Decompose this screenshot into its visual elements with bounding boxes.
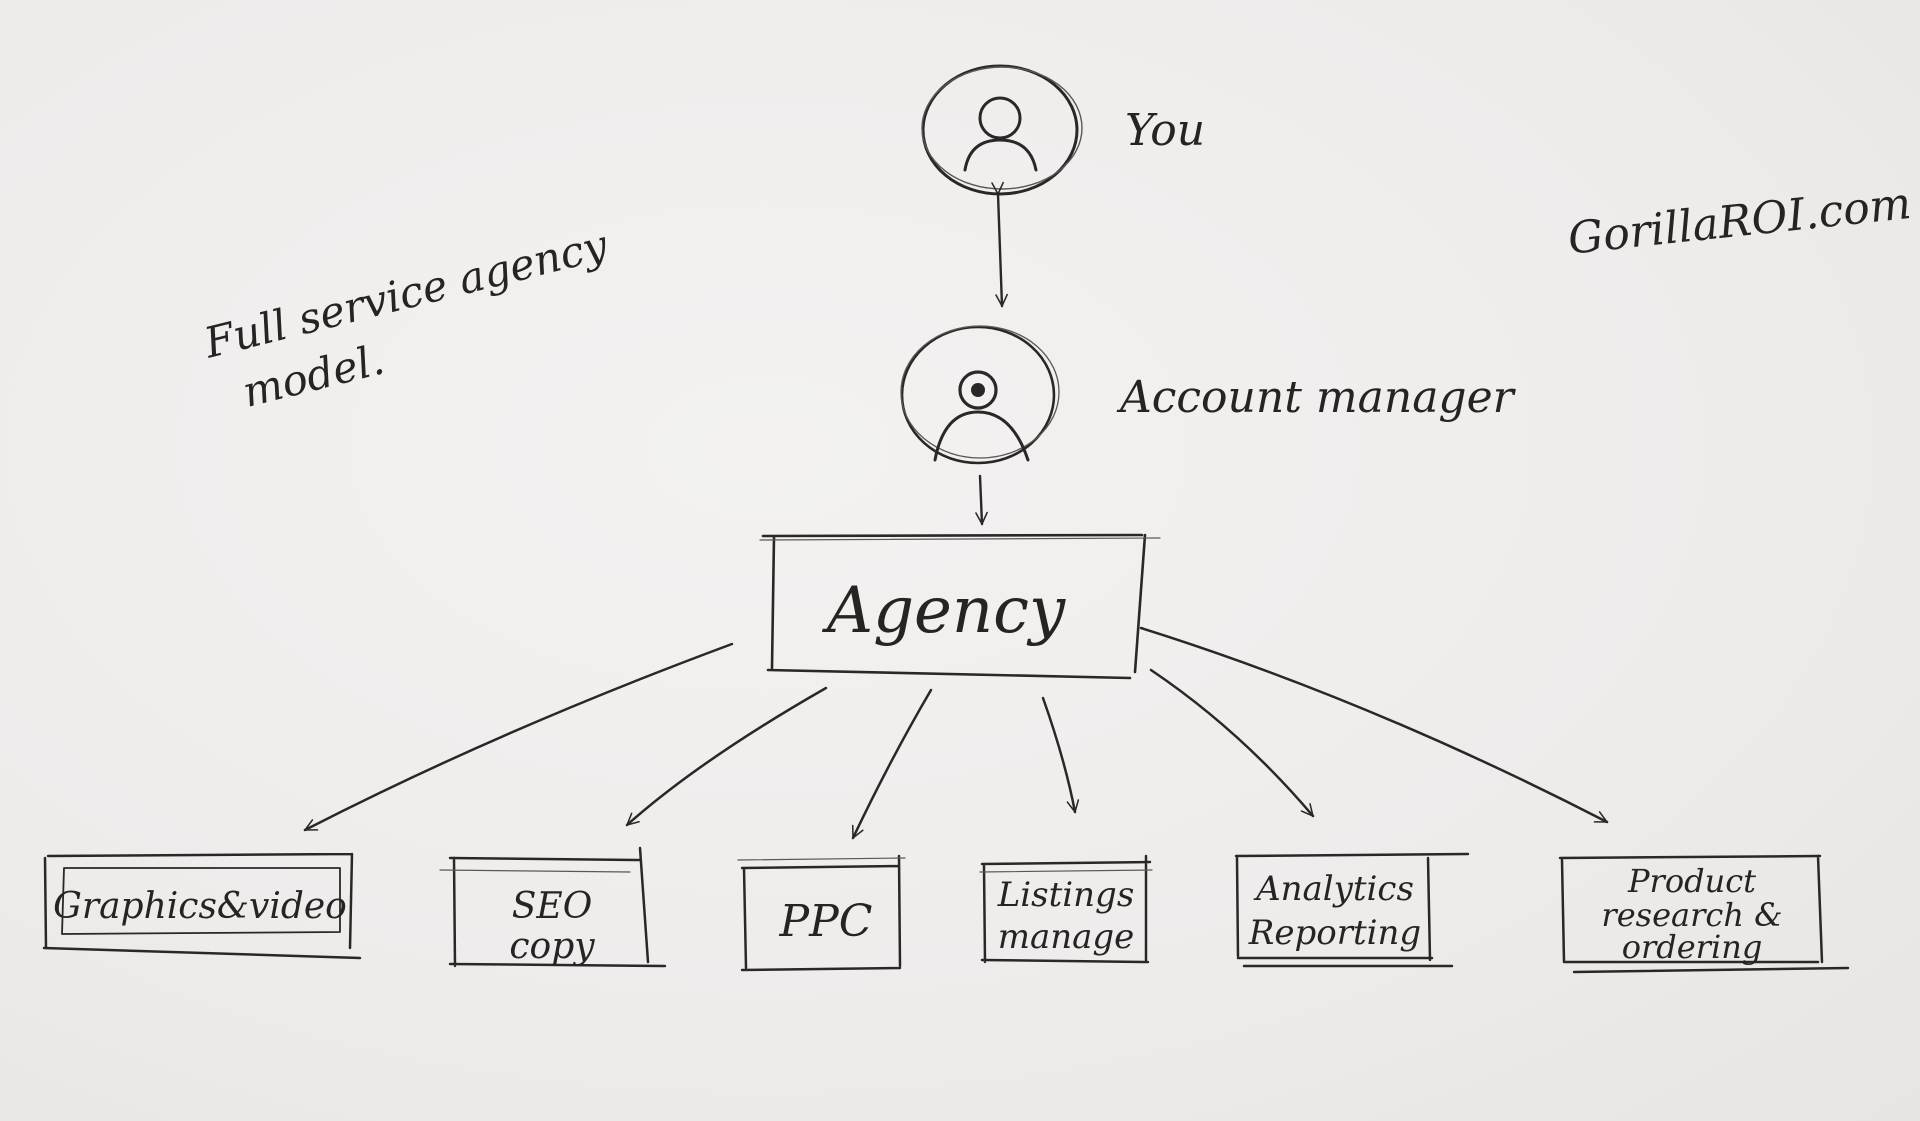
arrow-to-graphics — [305, 642, 734, 832]
account-manager-node: Account manager — [900, 325, 1517, 465]
you-label: You — [1125, 105, 1205, 156]
service-analytics-line-2: Reporting — [1248, 913, 1421, 953]
service-graphics-label: Graphics&video — [53, 886, 347, 927]
arrow-to-seo — [627, 686, 828, 827]
service-analytics-line-1: Analytics — [1253, 869, 1414, 909]
person-icon — [933, 370, 1030, 462]
service-product-line-3: ordering — [1622, 928, 1763, 966]
service-listings-line-1: Listings — [997, 875, 1135, 915]
service-seo-copy: SEO copy — [439, 846, 667, 968]
account-manager-label: Account manager — [1116, 372, 1517, 423]
agency-service-arrows — [305, 626, 1607, 838]
arrow-to-listings — [1041, 696, 1075, 812]
service-product-line-2: research & — [1601, 896, 1782, 934]
agency-box: Agency — [759, 533, 1161, 680]
service-analytics-reporting: Analytics Reporting — [1234, 852, 1470, 968]
watermark-text: GorillaROI.com — [1566, 178, 1914, 265]
arrow-to-ppc — [851, 688, 933, 838]
service-listings-manage: Listings manage — [979, 854, 1153, 964]
service-ppc: PPC — [737, 854, 906, 972]
service-graphics-video: Graphics&video — [42, 852, 362, 960]
you-account-arrow — [998, 194, 1002, 306]
account-manager-circle — [900, 325, 1056, 465]
service-listings-line-2: manage — [998, 917, 1135, 957]
account-agency-arrow — [980, 474, 982, 524]
model-note: Full service agency model. — [199, 220, 614, 417]
agency-label: Agency — [822, 574, 1066, 648]
person-icon — [963, 96, 1038, 172]
arrow-to-product — [1139, 626, 1607, 824]
service-seo-line-1: SEO — [512, 886, 592, 927]
note-line-1: Full service agency — [199, 220, 614, 368]
arrow-to-analytics — [1149, 668, 1315, 816]
service-ppc-label: PPC — [779, 896, 873, 947]
service-product-line-1: Product — [1627, 862, 1756, 900]
service-seo-line-2: copy — [509, 926, 595, 967]
service-product-research-ordering: Product research & ordering — [1558, 854, 1850, 974]
you-node: You — [921, 64, 1205, 196]
